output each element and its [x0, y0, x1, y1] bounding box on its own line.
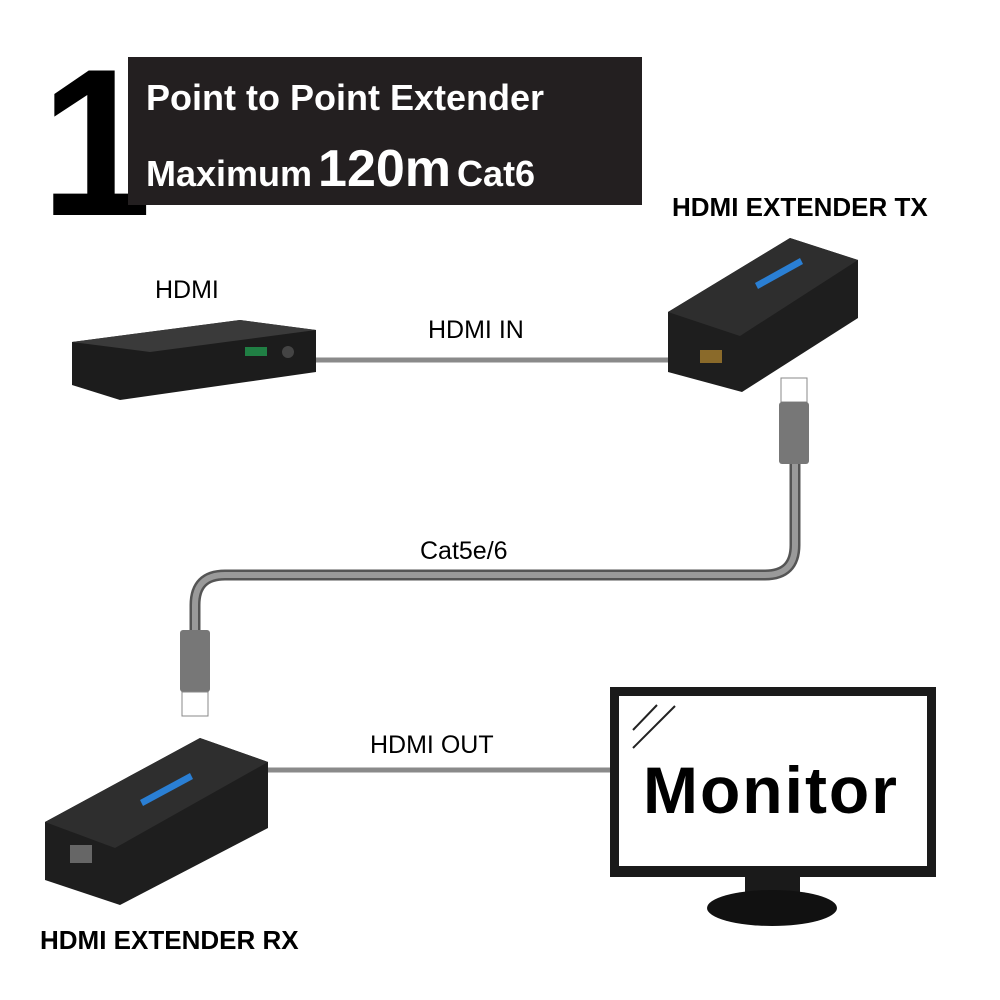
hdmi-out-label: HDMI OUT: [370, 731, 494, 759]
hdmi-extender-rx-device: [45, 738, 268, 905]
tx-label: HDMI EXTENDER TX: [672, 192, 928, 222]
rj45-connector-rx: [180, 630, 210, 717]
cable-label: Cat5e/6: [420, 537, 508, 565]
rx-label: HDMI EXTENDER RX: [40, 925, 299, 955]
hdmi-in-label: HDMI IN: [428, 316, 524, 344]
cable-type: Cat6: [457, 153, 536, 194]
source-label: HDMI: [155, 276, 219, 304]
rj45-connector-tx: [779, 377, 809, 464]
max-distance: 120m: [318, 140, 452, 198]
max-label: Maximum: [146, 153, 313, 194]
monitor-device: [610, 687, 936, 926]
hdmi-extender-tx-device: [668, 238, 858, 392]
banner-title: Point to Point Extender: [146, 77, 545, 118]
hdmi-source-player: [72, 320, 316, 400]
monitor-label: Monitor: [643, 753, 899, 827]
